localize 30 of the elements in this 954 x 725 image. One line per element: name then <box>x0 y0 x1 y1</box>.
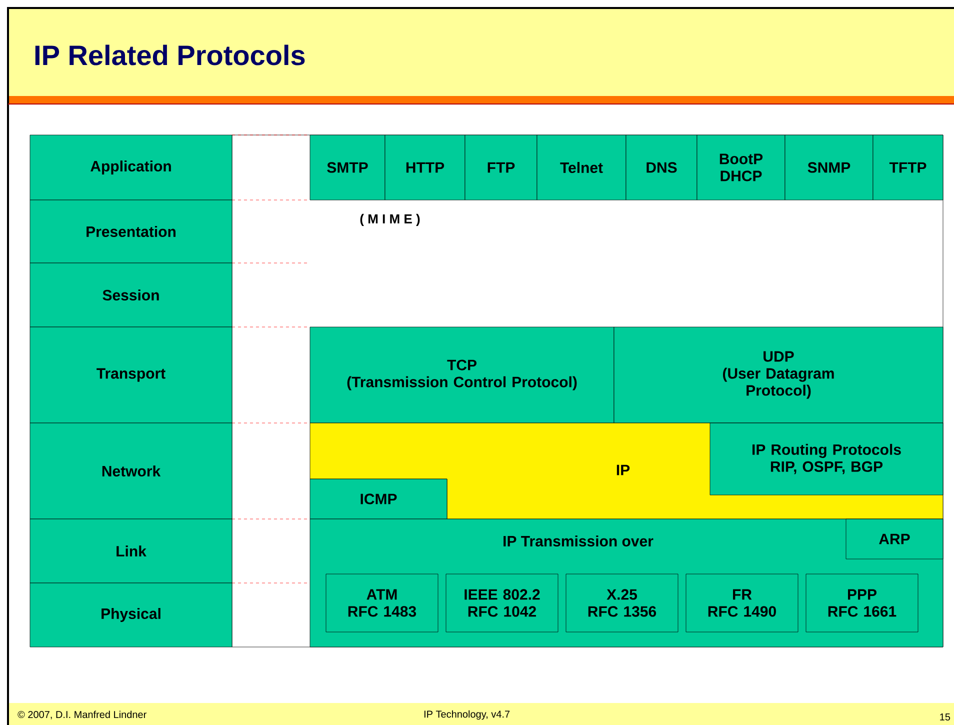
protocol-box: X.25 RFC 1356 <box>566 574 678 632</box>
layer-box: Session <box>30 262 232 328</box>
protocol-box: BootP DHCP <box>696 134 786 200</box>
protocol-box: HTTP <box>384 134 466 200</box>
layer-box: Physical <box>30 582 232 648</box>
protocol-box: ATM RFC 1483 <box>326 574 438 632</box>
footer-text: © 2007, D.I. Manfred Lindner <box>18 710 146 720</box>
protocol-box: Telnet <box>536 134 626 200</box>
footer-text: IP Technology, v4.7 <box>424 710 510 720</box>
title: IP Related Protocols <box>35 44 305 66</box>
protocol-box: PPP RFC 1661 <box>806 574 918 632</box>
page-number: 15 <box>940 714 950 720</box>
protocol-box: DNS <box>626 134 698 200</box>
layer-box: Presentation <box>30 200 232 264</box>
protocol-box: TFTP <box>872 134 944 200</box>
protocol-box: FTP <box>464 134 538 200</box>
layer-box: Link <box>30 518 232 584</box>
layer-box: Transport <box>30 326 232 424</box>
protocol-box: IEEE 802.2 RFC 1042 <box>446 574 558 632</box>
protocol-box: UDP (User Datagram Protocol) <box>614 326 944 424</box>
protocol-box: SNMP <box>784 134 874 200</box>
layer-box: Network <box>30 422 232 520</box>
protocol-box: IP Routing Protocols RIP, OSPF, BGP <box>710 422 944 496</box>
protocol-box: SMTP <box>310 134 386 200</box>
protocol-box: TCP (Transmission Control Protocol) <box>310 326 614 424</box>
protocol-box: FR RFC 1490 <box>686 574 798 632</box>
annotation: ( M I M E ) <box>360 214 420 226</box>
protocol-box: ICMP <box>310 478 448 520</box>
protocol-box: ARP <box>846 518 944 560</box>
layer-box: Application <box>30 134 232 200</box>
